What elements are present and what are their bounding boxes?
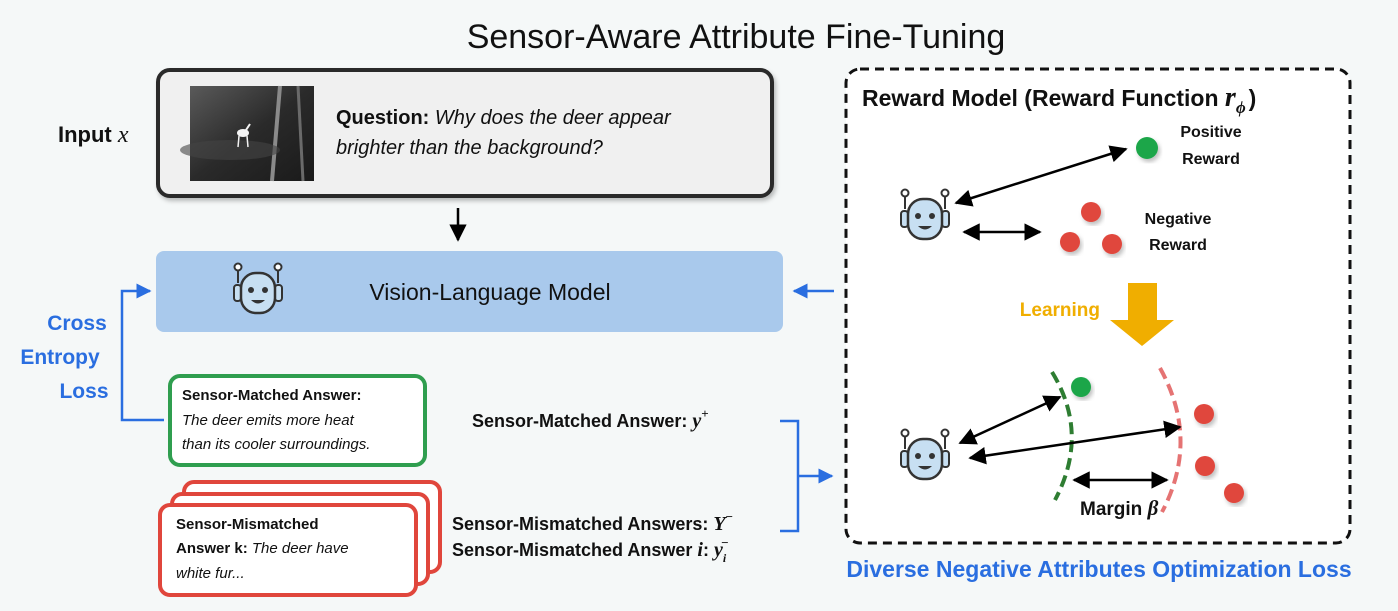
negative-reward-dot — [1081, 202, 1101, 222]
question-line-1: Question: Why does the deer appear — [336, 107, 672, 129]
input-label: Input x — [58, 122, 129, 148]
mismatched-answer-heading: Sensor-Mismatched — [176, 516, 319, 533]
margin-label: Margin β — [1080, 496, 1159, 520]
answers-bracket — [780, 419, 800, 533]
reward-model-title: Reward Model (Reward Function rϕ) — [862, 82, 1256, 117]
label-mismatched-set: Sensor-Mismatched Answers: Y− — [452, 509, 733, 535]
negative-reward-dot-2 — [1195, 456, 1215, 476]
diagram-title: Sensor-Aware Attribute Fine-Tuning — [467, 18, 1006, 56]
positive-reward-dot — [1136, 137, 1158, 159]
mismatched-answer-line-1: Answer k: The deer have — [176, 540, 349, 557]
negative-reward-dot-2 — [1224, 483, 1244, 503]
matched-answer-box — [168, 374, 427, 467]
negative-reward-dot — [1060, 232, 1080, 252]
matched-answer-line-1: The deer emits more heat — [182, 412, 355, 429]
negative-reward-dot-2 — [1194, 404, 1214, 424]
thermal-deer-image — [180, 85, 314, 182]
mismatched-answer-line-2: white fur... — [176, 565, 245, 582]
negative-reward-label-2: Reward — [1149, 237, 1207, 254]
positive-reward-label-1: Positive — [1180, 124, 1241, 141]
matched-answer-heading: Sensor-Matched Answer: — [182, 387, 361, 404]
positive-margin-boundary — [1050, 370, 1074, 501]
vlm-label: Vision-Language Model — [369, 279, 610, 305]
cross-entropy-arrow — [120, 283, 164, 422]
cross-entropy-line-1: Cross — [47, 312, 107, 335]
label-mismatched-i: Sensor-Mismatched Answer i: yi− — [452, 535, 729, 565]
learning-arrow — [1110, 283, 1174, 346]
cross-entropy-line-3: Loss — [59, 380, 108, 403]
vlm-box — [156, 251, 783, 332]
label-matched-answer: Sensor-Matched Answer: y+ — [472, 406, 709, 432]
cross-entropy-line-2: Entropy — [20, 346, 100, 369]
dnao-loss-label: Diverse Negative Attributes Optimization… — [846, 556, 1351, 582]
negative-reward-dot — [1102, 234, 1122, 254]
arrow-robot-to-negative-2 — [968, 420, 1182, 465]
matched-answer-line-2: than its cooler surroundings. — [182, 436, 370, 453]
positive-reward-dot-2 — [1071, 377, 1091, 397]
positive-reward-label-2: Reward — [1182, 151, 1240, 168]
negative-reward-label-1: Negative — [1145, 211, 1212, 228]
mismatched-answer-box — [158, 503, 418, 597]
question-line-2: brighter than the background? — [336, 137, 604, 159]
learning-label: Learning — [1020, 300, 1100, 321]
arrow-robot-to-positive — [954, 145, 1128, 207]
